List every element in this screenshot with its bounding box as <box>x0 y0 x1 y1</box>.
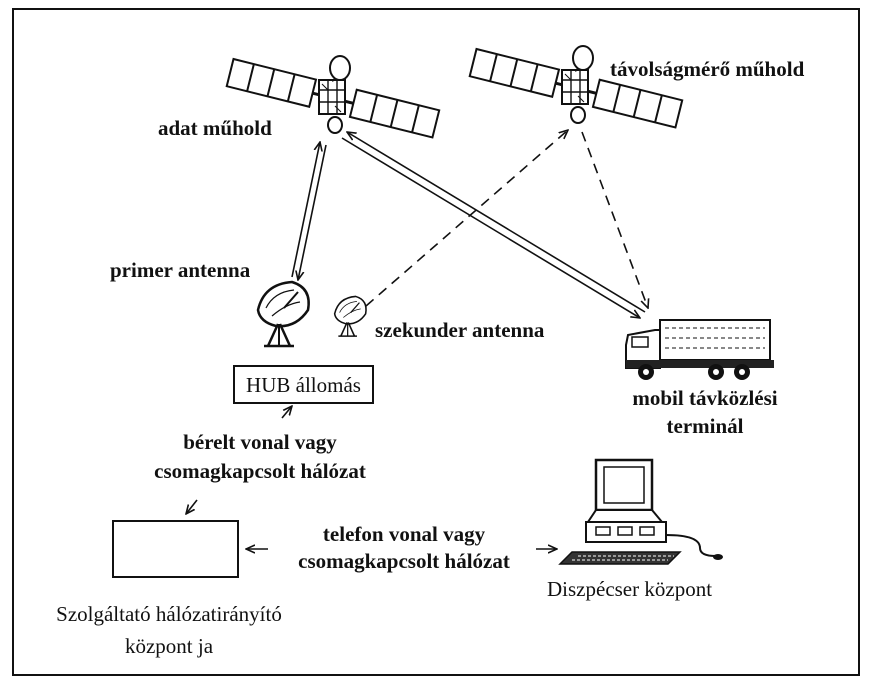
hub-station-box: HUB állomás <box>233 365 374 404</box>
ranging-satellite-label: távolságmérő műhold <box>610 57 805 81</box>
leased-line-line2: csomagkapcsolt hálózat <box>154 459 366 483</box>
truck-icon <box>625 319 774 380</box>
secondary-antenna-label: szekunder antenna <box>375 318 545 342</box>
computer-terminal-icon <box>558 458 723 565</box>
provider-control-center-label: Szolgáltató hálózatirányító központ ja <box>24 602 314 658</box>
provider-line1: Szolgáltató hálózatirányító <box>56 602 282 626</box>
phone-line-line1: telefon vonal vagy <box>322 522 486 546</box>
leased-line-label: bérelt vonal vagy csomagkapcsolt hálózat <box>140 430 380 483</box>
hub-station-label: HUB állomás <box>246 373 361 397</box>
arrow-to-hub <box>281 406 292 419</box>
link-primary-to-data-satellite <box>291 142 327 280</box>
link-ranging-satellite-to-truck <box>581 131 648 308</box>
secondary-antenna-icon <box>333 295 367 337</box>
dispatcher-center-label: Diszpécser központ <box>547 577 713 601</box>
phone-line-label: telefon vonal vagy csomagkapcsolt hálóza… <box>268 522 540 573</box>
data-satellite-label: adat műhold <box>158 116 272 140</box>
primary-antenna-label: primer antenna <box>110 258 251 282</box>
provider-line2: központ ja <box>124 634 214 658</box>
provider-control-center-box <box>112 520 239 578</box>
mobile-terminal-label: mobil távközlési terminál <box>610 386 800 438</box>
primary-antenna-icon <box>256 280 310 348</box>
arrow-to-provider <box>186 499 198 514</box>
link-data-satellite-to-truck <box>341 132 646 318</box>
mobile-terminal-line1: mobil távközlési <box>632 386 778 410</box>
phone-line-line2: csomagkapcsolt hálózat <box>298 549 510 573</box>
link-secondary-to-ranging-satellite <box>365 130 568 307</box>
mobile-terminal-line2: terminál <box>666 414 744 438</box>
leased-line-line1: bérelt vonal vagy <box>183 430 337 454</box>
